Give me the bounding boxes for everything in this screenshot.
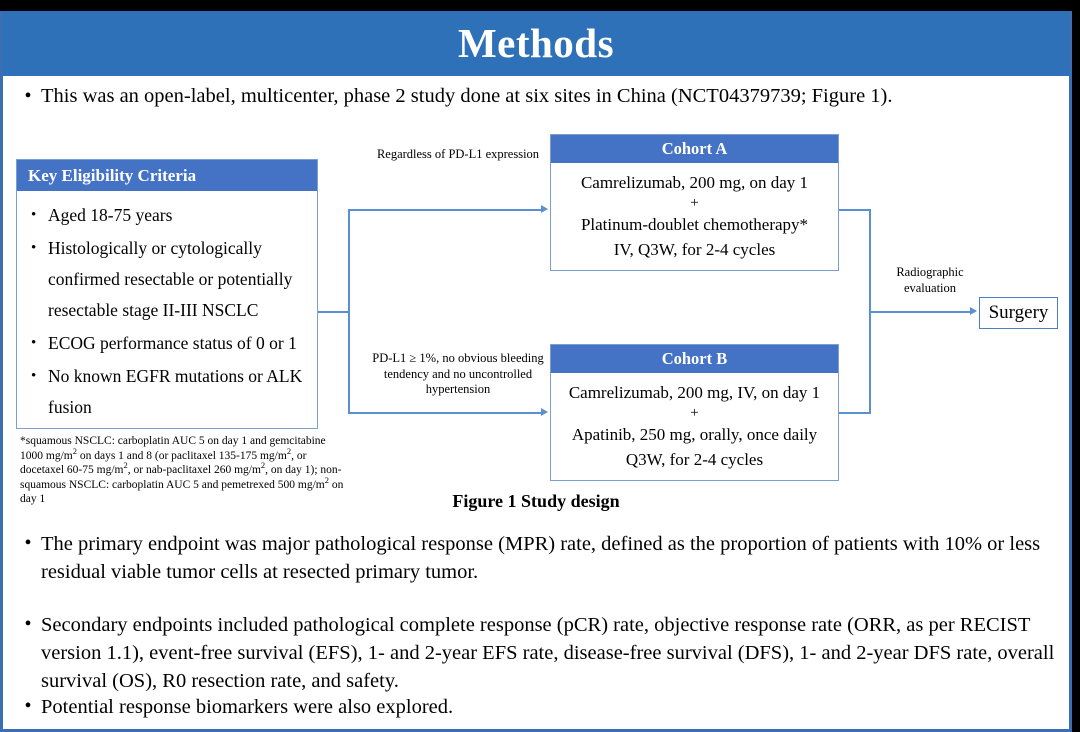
figure-footnote: *squamous NSCLC: carboplatin AUC 5 on da…: [20, 435, 344, 505]
primary-endpoint-text: The primary endpoint was major pathologi…: [41, 533, 1041, 583]
arrowhead-cohort-b-icon: [541, 408, 548, 416]
cohort-b-line-2: Apatinib, 250 mg, orally, once daily: [571, 425, 818, 444]
slide-root: Methods • This was an open-label, multic…: [0, 11, 1072, 732]
eligibility-criteria-list: • Aged 18-75 years • Histologically or c…: [17, 191, 317, 423]
cohort-b-line-1: Camrelizumab, 200 mg, IV, on day 1: [568, 383, 821, 402]
bullet-marker-icon: •: [24, 695, 32, 717]
cohort-b-plus: +: [690, 405, 699, 421]
intro-bullet-text: This was an open-label, multicenter, pha…: [41, 85, 893, 107]
annotation-radiographic-evaluation: Radiographic evaluation: [896, 265, 964, 295]
eligibility-item-text: No known EGFR mutations or ALK fusion: [48, 366, 303, 417]
secondary-endpoints-text: Secondary endpoints included pathologica…: [41, 614, 1055, 692]
cohort-a-line-2: Platinum-doublet chemotherapy*: [580, 215, 809, 234]
connector-cohort-b-out: [839, 412, 871, 414]
list-item: • ECOG performance status of 0 or 1: [27, 328, 309, 359]
bullet-marker-icon: •: [31, 335, 37, 351]
slide-title-bar: Methods: [3, 11, 1069, 76]
connector-to-cohort-b: [348, 412, 544, 414]
eligibility-item-text: Histologically or cytologically confirme…: [48, 238, 293, 320]
cohort-a-header: Cohort A: [551, 135, 838, 163]
annotation-cohort-b-criteria: PD-L1 ≥ 1%, no obvious bleeding tendency…: [372, 351, 544, 396]
surgery-label: Surgery: [988, 302, 1049, 323]
cohort-b-header: Cohort B: [551, 345, 838, 373]
cohort-b-card: Cohort B Camrelizumab, 200 mg, IV, on da…: [550, 344, 839, 481]
bullet-marker-icon: •: [31, 240, 37, 256]
arrowhead-surgery-icon: [970, 307, 977, 315]
cohort-a-line-3: IV, Q3W, for 2-4 cycles: [613, 240, 776, 259]
page-title: Methods: [457, 20, 615, 66]
bullet-marker-icon: •: [31, 368, 37, 384]
arrowhead-cohort-a-icon: [541, 205, 548, 213]
connector-split-trunk: [348, 209, 350, 414]
connector-cohort-a-out: [839, 209, 871, 211]
figure-caption: Figure 1 Study design: [452, 491, 620, 511]
connector-to-surgery: [869, 311, 973, 313]
eligibility-card-header: Key Eligibility Criteria: [17, 160, 317, 191]
eligibility-criteria-card: Key Eligibility Criteria • Aged 18-75 ye…: [16, 159, 318, 429]
primary-endpoint-bullet: • The primary endpoint was major patholo…: [15, 530, 1059, 586]
cohort-b-body: Camrelizumab, 200 mg, IV, on day 1 + Apa…: [551, 373, 838, 480]
list-item: • Histologically or cytologically confir…: [27, 233, 309, 326]
bullet-marker-icon: •: [24, 532, 32, 554]
bullet-marker-icon: •: [24, 85, 32, 107]
cohort-a-body: Camrelizumab, 200 mg, on day 1 + Platinu…: [551, 163, 838, 270]
list-item: • Aged 18-75 years: [27, 200, 309, 231]
cohort-a-plus: +: [690, 195, 699, 211]
bullet-marker-icon: •: [31, 207, 37, 223]
annotation-cohort-a-criteria: Regardless of PD-L1 expression: [376, 147, 540, 161]
connector-eligibility-stem: [318, 311, 350, 313]
eligibility-item-text: Aged 18-75 years: [48, 205, 173, 225]
cohort-b-line-3: Q3W, for 2-4 cycles: [625, 450, 764, 469]
study-design-figure: Key Eligibility Criteria • Aged 18-75 ye…: [3, 119, 1069, 511]
list-item: • No known EGFR mutations or ALK fusion: [27, 361, 309, 423]
biomarkers-bullet: • Potential response biomarkers were als…: [15, 693, 1059, 721]
biomarkers-text: Potential response biomarkers were also …: [41, 696, 454, 718]
eligibility-item-text: ECOG performance status of 0 or 1: [48, 333, 297, 353]
bullet-marker-icon: •: [24, 613, 32, 635]
secondary-endpoints-bullet: • Secondary endpoints included pathologi…: [15, 611, 1059, 695]
surgery-node: Surgery: [979, 297, 1058, 329]
cohort-a-card: Cohort A Camrelizumab, 200 mg, on day 1 …: [550, 134, 839, 271]
intro-bullet: • This was an open-label, multicenter, p…: [15, 83, 1061, 110]
cohort-a-line-1: Camrelizumab, 200 mg, on day 1: [580, 173, 809, 192]
connector-to-cohort-a: [348, 209, 544, 211]
